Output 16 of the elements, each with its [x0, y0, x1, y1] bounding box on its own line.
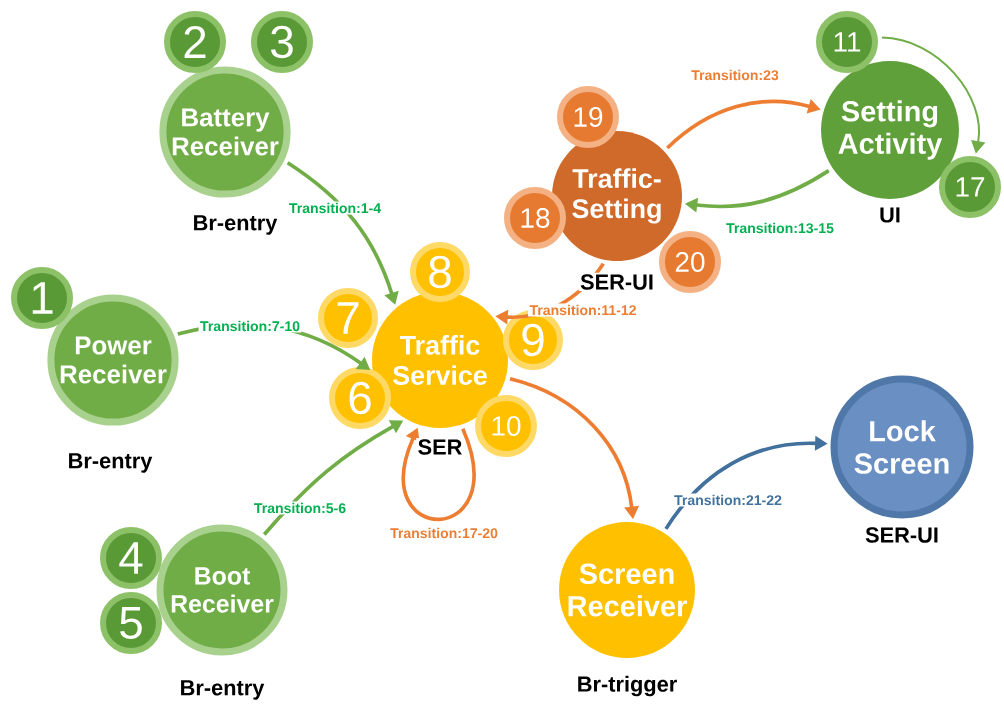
type-label: Br-entry	[191, 213, 279, 237]
edge-label: Transition:17-20	[388, 526, 500, 540]
type-label: SER-UI	[578, 272, 656, 292]
edge-label: Transition:23	[689, 68, 781, 82]
type-label: SER-UI	[863, 525, 941, 545]
type-label: SER	[416, 437, 464, 457]
edge-label: Transition:5-6	[252, 501, 348, 515]
type-label: Br-trigger	[575, 674, 679, 698]
edge-label: Transition:7-10	[198, 319, 302, 333]
type-label: Br-entry	[178, 678, 266, 702]
edge-label: Transition:21-22	[672, 493, 784, 507]
type-label: UI	[877, 206, 903, 224]
edge-label: Transition:13-15	[724, 221, 836, 235]
type-label: Br-entry	[66, 451, 154, 475]
edge-label: Transition:1-4	[287, 201, 383, 215]
edge-label: Transition:11-12	[528, 303, 638, 317]
